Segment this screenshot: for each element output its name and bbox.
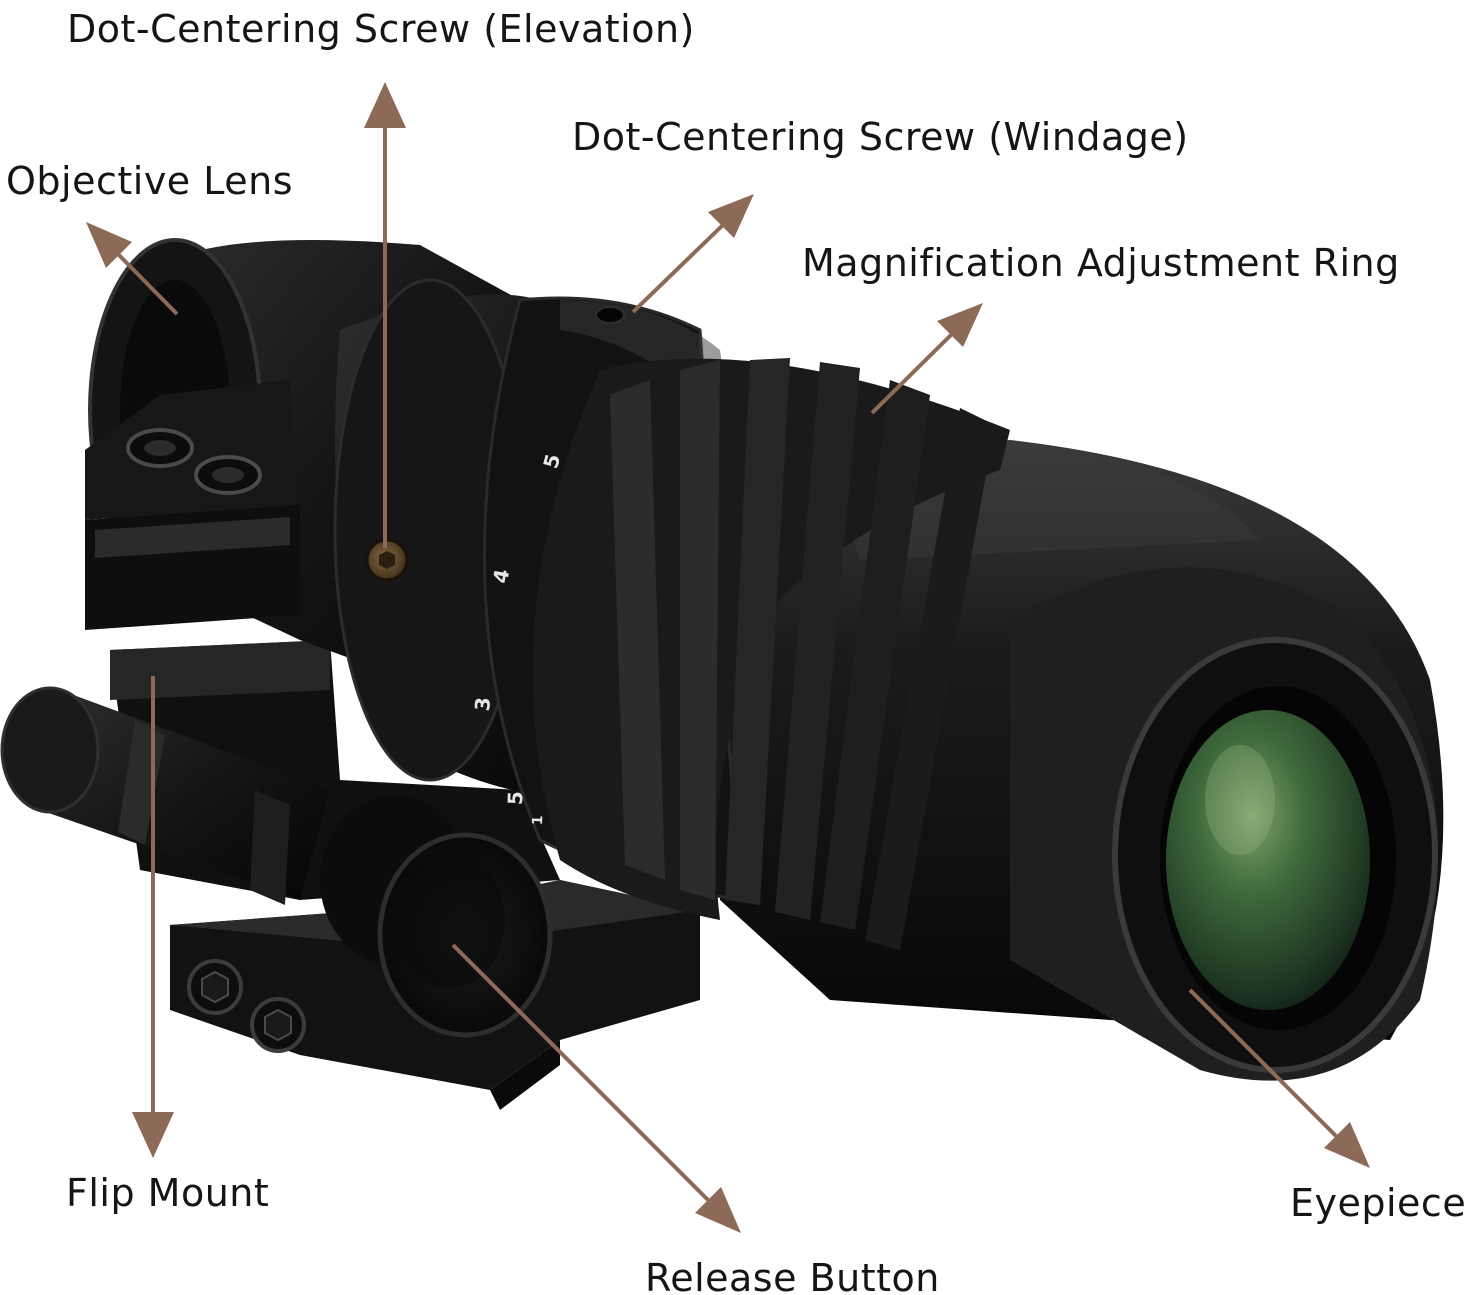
mount-bolt-1 — [187, 959, 243, 1015]
callout-arrows — [86, 82, 1370, 1233]
label-eyepiece: Eyepiece — [1290, 1181, 1467, 1225]
clamp-screw-1 — [126, 428, 194, 468]
label-flip-mount: Flip Mount — [66, 1171, 270, 1215]
arrow-release-button — [451, 943, 741, 1233]
hinge-barrel — [0, 686, 330, 905]
label-elevation-screw: Dot-Centering Screw (Elevation) — [67, 7, 695, 51]
dial-mark: 5 — [538, 451, 565, 471]
dial-numbers: 5 4 3 5 1 — [470, 451, 565, 825]
label-windage-screw: Dot-Centering Screw (Windage) — [572, 115, 1189, 159]
arrow-elevation — [364, 82, 406, 548]
knurled-ring — [532, 358, 1010, 950]
label-objective-lens: Objective Lens — [6, 159, 294, 203]
dial-mark: 3 — [470, 696, 495, 712]
label-release-button: Release Button — [645, 1256, 940, 1295]
top-clamp — [85, 380, 300, 630]
arrow-eyepiece — [1188, 988, 1370, 1168]
release-button — [320, 795, 553, 1038]
label-magnification-ring: Magnification Adjustment Ring — [802, 241, 1400, 285]
windage-screw — [595, 306, 625, 324]
dial-mark: 1 — [530, 815, 546, 825]
eyepiece-lens — [1166, 710, 1370, 1010]
dial-mark: 4 — [488, 567, 514, 585]
arrow-flip-mount — [132, 676, 174, 1158]
arrow-objective-lens — [86, 222, 179, 316]
arrow-magnification-ring — [870, 303, 983, 415]
mount-bolt-2 — [250, 997, 306, 1053]
arrow-windage — [631, 194, 754, 314]
dial-mark: 5 — [503, 791, 527, 806]
clamp-screw-2 — [194, 455, 262, 495]
